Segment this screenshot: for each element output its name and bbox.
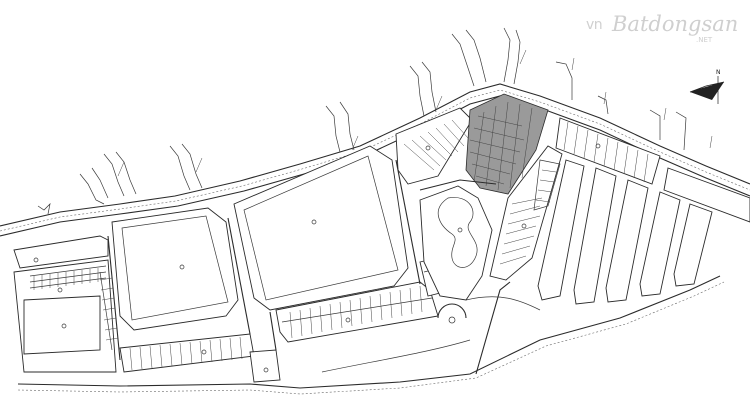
- watermark-main: Batdongsan: [612, 12, 739, 36]
- svg-text:N: N: [716, 69, 721, 76]
- internal-roads: [107, 159, 497, 361]
- dark-block: [465, 93, 549, 195]
- lots-south-west: [119, 333, 281, 383]
- watermark-prefix: vn: [586, 17, 603, 33]
- watermark-logo: vn Batdongsan .NET: [586, 8, 739, 48]
- blocks-east: [537, 159, 750, 305]
- tiny-annotations: [117, 49, 713, 177]
- lots-west: [29, 265, 119, 351]
- lots-north-east: [555, 117, 661, 185]
- lots-east-fan: [489, 145, 563, 281]
- jetty-spurs: [37, 27, 687, 215]
- pond: [419, 185, 493, 301]
- park-square-west: [111, 207, 239, 331]
- roundabout: [437, 303, 467, 324]
- block-west: [13, 235, 117, 373]
- park-square-center: [233, 145, 409, 311]
- lower-road: [17, 275, 725, 395]
- watermark-suffix: .NET: [696, 36, 713, 44]
- lots-north-center: [395, 107, 473, 185]
- north-arrow-icon: N: [689, 69, 725, 104]
